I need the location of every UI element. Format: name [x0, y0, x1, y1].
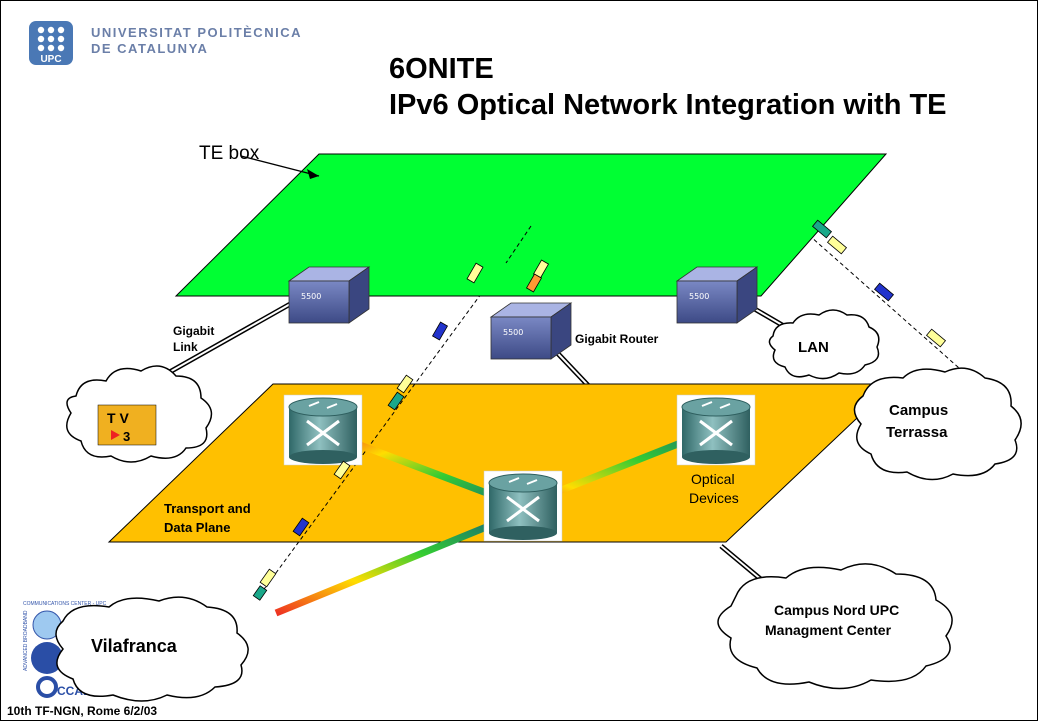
university-name-line2: DE CATALUNYA [91, 41, 209, 56]
cloud-campus-nord [717, 563, 953, 690]
transport-plane-label-1: Transport and [164, 501, 251, 516]
slide-title: 6ONITE [389, 53, 494, 85]
te-box-label: TE box [199, 143, 260, 164]
university-name-line1: UNIVERSITAT POLITÈCNICA [91, 25, 302, 40]
router-model: 5500 [689, 292, 709, 301]
ccaba-top-text: COMMUNICATIONS CENTER - UPC [23, 601, 107, 607]
te-box-plane [174, 153, 888, 297]
cloud-campus-terrassa [853, 367, 1022, 481]
router-center: 5500 [489, 302, 573, 360]
campus-terrassa-label-1: Campus [889, 402, 948, 419]
slide-subtitle: IPv6 Optical Network Integration with TE [389, 89, 947, 121]
router-model: 5500 [301, 292, 321, 301]
campus-nord-label-1: Campus Nord UPC [774, 602, 899, 618]
tv3-logo-bottom: 3 [123, 429, 130, 444]
gigabit-link-label-1: Gigabit [173, 324, 214, 338]
gigabit-link-label-2: Link [173, 340, 198, 354]
cloud-vilafranca [55, 596, 249, 702]
upc-logo-text: UPC [40, 54, 61, 65]
router-right: 5500 [675, 266, 759, 324]
control-lines [258, 220, 977, 597]
optical-device-right [676, 394, 756, 466]
optical-devices-label-2: Devices [689, 490, 739, 506]
gigabit-router-label: Gigabit Router [575, 332, 659, 346]
tv3-logo-top: T V [107, 410, 129, 426]
router-left: 5500 [287, 266, 371, 324]
ccaba-side-text: ADVANCED BROADBAND [23, 610, 29, 671]
optical-devices-label-1: Optical [691, 471, 735, 487]
footer-text: 10th TF-NGN, Rome 6/2/03 [7, 704, 158, 718]
lan-label: LAN [798, 339, 829, 356]
tv3-logo: T V 3 [97, 404, 157, 446]
transport-plane-label-2: Data Plane [164, 520, 230, 535]
optical-device-left [283, 394, 363, 466]
ccaba-logo: COMMUNICATIONS CENTER - UPC ADVANCED BRO… [23, 601, 107, 698]
packets [252, 219, 947, 601]
router-model: 5500 [503, 328, 523, 337]
campus-nord-label-2: Managment Center [765, 622, 892, 638]
vilafranca-label: Vilafranca [91, 636, 178, 656]
campus-terrassa-label-2: Terrassa [886, 424, 948, 441]
optical-device-center [483, 470, 563, 542]
upc-logo: UPC [29, 21, 73, 65]
cloud-lan [768, 309, 880, 380]
